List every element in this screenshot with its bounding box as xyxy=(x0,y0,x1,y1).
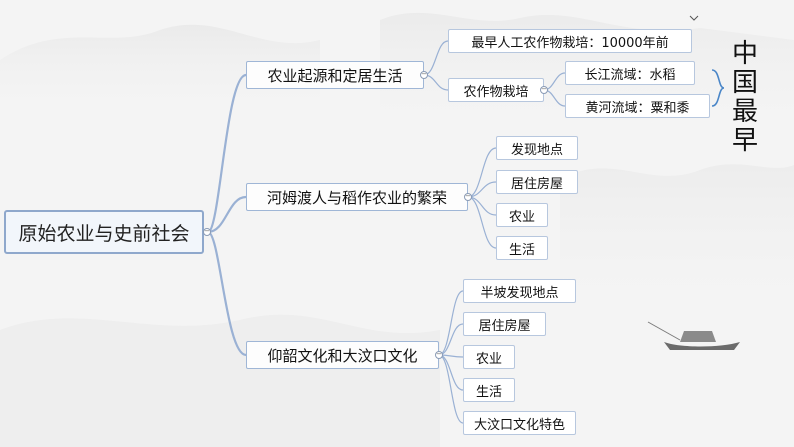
bird-icon xyxy=(689,15,699,21)
root-topic-label: 原始农业与史前社会 xyxy=(18,222,190,245)
topic-label: 大汶口文化特色 xyxy=(473,417,565,433)
connector-root-branch-1 xyxy=(206,73,247,234)
topic-label: 居住房屋 xyxy=(510,176,563,192)
topic-agriculture[interactable]: 农业 xyxy=(463,345,515,369)
annotation-china-earliest: 中 国 最 早 xyxy=(730,40,760,156)
collapse-toggle-icon[interactable]: − xyxy=(420,70,428,79)
brace-icon xyxy=(711,69,725,107)
connector-b1-c2 xyxy=(423,74,449,91)
topic-agriculture[interactable]: 农业 xyxy=(496,203,548,227)
topic-yangtze-rice[interactable]: 长江流域：水稻 xyxy=(565,61,695,85)
topic-label: 农业 xyxy=(508,209,535,225)
topic-yellow-river-millet[interactable]: 黄河流域：粟和黍 xyxy=(565,94,710,118)
topic-label: 居住房屋 xyxy=(478,318,531,334)
topic-discovery-site[interactable]: 发现地点 xyxy=(496,136,578,160)
topic-label: 黄河流域：粟和黍 xyxy=(585,100,690,116)
topic-label: 最早人工农作物栽培：10000年前 xyxy=(471,35,669,51)
collapse-toggle-icon[interactable]: − xyxy=(464,192,472,201)
branch-agriculture-origin[interactable]: 农业起源和定居生活 xyxy=(246,61,424,89)
connector-b2-c3 xyxy=(467,196,497,216)
connector-root-branch-2 xyxy=(207,195,247,234)
collapse-toggle-icon[interactable]: − xyxy=(203,227,211,236)
connector-root-branch-3 xyxy=(206,230,247,357)
mountain-ridge-right xyxy=(560,164,794,330)
annotation-char: 早 xyxy=(731,126,758,156)
branch-label: 农业起源和定居生活 xyxy=(267,66,403,85)
topic-banpo-site[interactable]: 半坡发现地点 xyxy=(463,279,576,303)
connector-b3-c2 xyxy=(438,323,464,356)
topic-earliest-cultivation[interactable]: 最早人工农作物栽培：10000年前 xyxy=(448,29,692,53)
topic-dwellings[interactable]: 居住房屋 xyxy=(496,170,578,194)
topic-dawenkou-features[interactable]: 大汶口文化特色 xyxy=(463,411,576,435)
topic-dwellings[interactable]: 居住房屋 xyxy=(463,312,546,336)
annotation-char: 中 xyxy=(731,39,758,69)
topic-crop-cultivation[interactable]: 农作物栽培 xyxy=(448,78,544,102)
topic-life[interactable]: 生活 xyxy=(496,236,548,260)
topic-label: 农作物栽培 xyxy=(463,84,529,100)
topic-label: 生活 xyxy=(508,242,535,258)
topic-label: 长江流域：水稻 xyxy=(584,67,676,83)
topic-label: 半坡发现地点 xyxy=(480,285,559,301)
root-topic[interactable]: 原始农业与史前社会 xyxy=(4,210,204,254)
connector-b2-c4 xyxy=(467,196,497,249)
collapse-toggle-icon[interactable]: − xyxy=(435,350,443,359)
branch-hemudu[interactable]: 河姆渡人与稻作农业的繁荣 xyxy=(246,183,468,211)
connector-b3-c1 xyxy=(438,290,464,356)
topic-label: 发现地点 xyxy=(510,142,563,158)
branch-yangshao-dawenkou[interactable]: 仰韶文化和大汶口文化 xyxy=(246,341,439,369)
branch-label: 河姆渡人与稻作农业的繁荣 xyxy=(266,188,447,207)
topic-label: 生活 xyxy=(475,384,502,400)
annotation-char: 国 xyxy=(731,68,758,98)
branch-label: 仰韶文化和大汶口文化 xyxy=(267,346,418,365)
annotation-char: 最 xyxy=(731,97,758,127)
connector-b1-c1 xyxy=(423,40,449,76)
topic-life[interactable]: 生活 xyxy=(463,378,515,402)
mountain-ridge-far xyxy=(0,24,320,120)
boat-icon xyxy=(647,321,740,350)
topic-label: 农业 xyxy=(475,351,502,367)
collapse-toggle-icon[interactable]: − xyxy=(540,85,548,94)
connector-b3-c4 xyxy=(438,354,464,391)
